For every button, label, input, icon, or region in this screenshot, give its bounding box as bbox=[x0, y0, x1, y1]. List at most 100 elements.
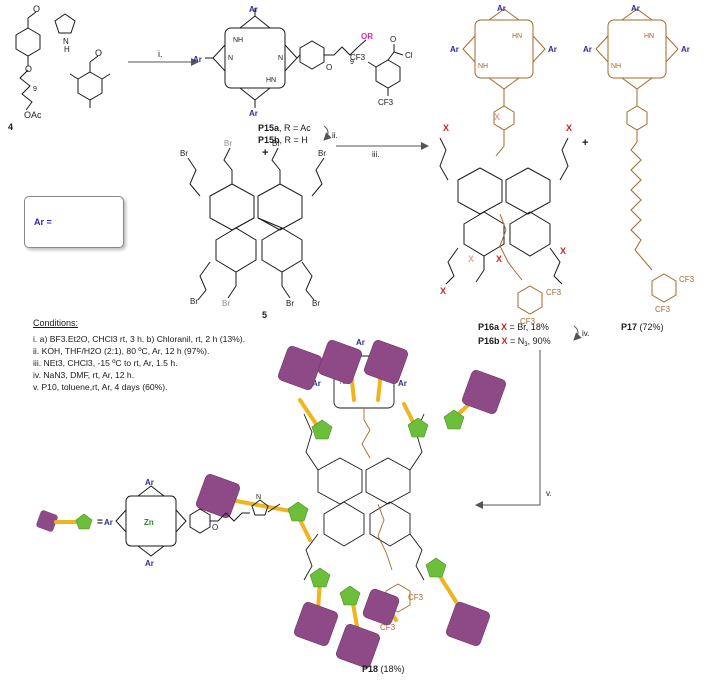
plus-sign-2: + bbox=[582, 137, 588, 149]
p18-zn-porphyrin-blocks bbox=[196, 340, 506, 668]
p18-brown-linker bbox=[361, 408, 411, 613]
arrow-step-v bbox=[475, 350, 541, 509]
legend-zn: Zn bbox=[144, 518, 154, 527]
legend-ar-top: Ar bbox=[145, 478, 154, 487]
p16-x-1: X bbox=[443, 123, 449, 133]
p17-label: P17 (72%) bbox=[621, 322, 664, 332]
p17-ar-right: Ar bbox=[681, 45, 690, 54]
acyl-o: O bbox=[390, 35, 396, 44]
plus-sign-1: + bbox=[262, 147, 268, 159]
p16-x-5: X bbox=[468, 254, 474, 264]
p16-ar-left: Ar bbox=[450, 45, 459, 54]
legend-zn-porphyrin-structure bbox=[115, 485, 281, 557]
p18-core-structure bbox=[303, 355, 425, 581]
compound-4-structure bbox=[15, 11, 41, 111]
ar-box-label: Ar = bbox=[34, 217, 52, 227]
p15-n-left: N bbox=[228, 55, 233, 62]
legend-equals: = bbox=[97, 517, 103, 528]
p16-hn: HN bbox=[512, 33, 522, 40]
zn-porphyrin-block-6 bbox=[294, 602, 338, 646]
p16-porphyrin-structure bbox=[462, 8, 546, 157]
p16-nh: NH bbox=[478, 63, 488, 70]
acid-chloride-structure bbox=[367, 44, 404, 96]
ether-o-4: O bbox=[25, 64, 32, 74]
p18-ar-top: Ar bbox=[356, 338, 365, 347]
reagent-step-i: i. bbox=[158, 49, 163, 59]
p16-x-3: X bbox=[566, 123, 572, 133]
p15-porphyrin-structure bbox=[205, 8, 367, 108]
zn-porphyrin-block-5 bbox=[462, 370, 506, 414]
p15-or-group: OR bbox=[361, 32, 373, 41]
p18-label: P18 (18%) bbox=[362, 664, 405, 674]
legend-ar-bottom: Ar bbox=[145, 559, 154, 568]
zn-porphyrin-block-4 bbox=[364, 340, 408, 384]
p16-cf3-right: CF3 bbox=[546, 288, 562, 297]
p17-cf3-bottom: CF3 bbox=[655, 305, 671, 314]
ar-definition-box bbox=[24, 196, 124, 248]
c5-br-5: Br bbox=[190, 297, 198, 306]
triazole-6 bbox=[339, 585, 361, 606]
triazole-5 bbox=[309, 567, 331, 588]
acyl-cl: Cl bbox=[405, 51, 413, 60]
aldehyde-o-mes: O bbox=[95, 48, 102, 58]
p16-x-6: X bbox=[496, 254, 502, 264]
p15-ether-o: O bbox=[326, 63, 332, 72]
conditions-title: Conditions: bbox=[33, 318, 79, 328]
p15b-label: P15b, R = H bbox=[258, 135, 308, 145]
legend-ether-o: O bbox=[212, 523, 218, 532]
triazole-3 bbox=[407, 417, 429, 438]
compound-4-label: 4 bbox=[8, 122, 13, 132]
pyrrole-nh: N bbox=[63, 37, 69, 46]
legend-ar-left: Ar bbox=[104, 518, 113, 527]
triazole-7 bbox=[425, 557, 447, 578]
p17-cf3-right: CF3 bbox=[679, 275, 695, 284]
c5-br-1: Br bbox=[180, 149, 188, 158]
zn-porphyrin-block-2 bbox=[278, 346, 322, 390]
p17-hn: HN bbox=[644, 33, 654, 40]
zn-porphyrin-block-8 bbox=[362, 588, 400, 626]
p18-cf3-right: CF3 bbox=[408, 593, 424, 602]
c5-br-2: Br bbox=[224, 139, 232, 148]
arrow-step-iv bbox=[573, 325, 582, 341]
p16-x-7: X bbox=[560, 246, 566, 256]
p15-nh: NH bbox=[233, 37, 243, 44]
reagent-step-v: v. bbox=[546, 489, 552, 498]
p15-n-right: N bbox=[278, 55, 283, 62]
calixarene-5-structure bbox=[187, 147, 325, 301]
c5-br-4: Br bbox=[318, 149, 326, 158]
acid-cf3-left: CF3 bbox=[350, 53, 366, 62]
triazole-1 bbox=[287, 501, 309, 522]
p15-ar-top: Ar bbox=[249, 5, 258, 14]
reagent-step-iv: iv. bbox=[582, 329, 589, 338]
zn-porphyrin-block-9 bbox=[446, 602, 490, 646]
mesitaldehyde-structure bbox=[69, 55, 111, 108]
p16-ar-right: Ar bbox=[548, 45, 557, 54]
p18-cf3-bottom: CF3 bbox=[380, 623, 396, 632]
oac-label-4: OAc bbox=[24, 110, 42, 120]
p17-ar-top: Ar bbox=[631, 4, 640, 13]
p16-ester-structure bbox=[499, 213, 543, 315]
p18-triazole-units bbox=[287, 409, 465, 606]
reagent-step-iii: iii. bbox=[372, 150, 380, 159]
condition-line-2: ii. KOH, THF/H2O (2:1), 80 ºC, Ar, 12 h … bbox=[33, 346, 210, 356]
chain-count-4: 9 bbox=[33, 86, 37, 93]
p15-ar-bottom: Ar bbox=[249, 109, 258, 118]
p15a-label: P15a, R = Ac bbox=[258, 123, 311, 133]
reagent-step-ii: ii. bbox=[332, 131, 338, 140]
p15-hn: HN bbox=[266, 77, 276, 84]
acid-cf3-bottom: CF3 bbox=[378, 98, 394, 107]
p18-ar-right: Ar bbox=[398, 379, 407, 388]
condition-line-3: iii. NEt3, CHCl3, -15 ºC to rt, Ar, 1.5 … bbox=[33, 358, 178, 368]
compound-5-label: 5 bbox=[262, 310, 267, 320]
condition-line-4: iv. NaN3, DMF, rt, Ar, 12 h. bbox=[33, 370, 135, 380]
p16-x-2: X bbox=[494, 112, 500, 122]
triazole-2 bbox=[311, 419, 333, 440]
p16-ar-top: Ar bbox=[497, 4, 506, 13]
c5-br-7: Br bbox=[286, 299, 294, 308]
p17-ar-left: Ar bbox=[583, 45, 592, 54]
triazole-4 bbox=[443, 409, 465, 430]
condition-line-1: i. a) BF3.Et2O, CHCl3 rt, 3 h. b) Chlora… bbox=[33, 334, 246, 344]
